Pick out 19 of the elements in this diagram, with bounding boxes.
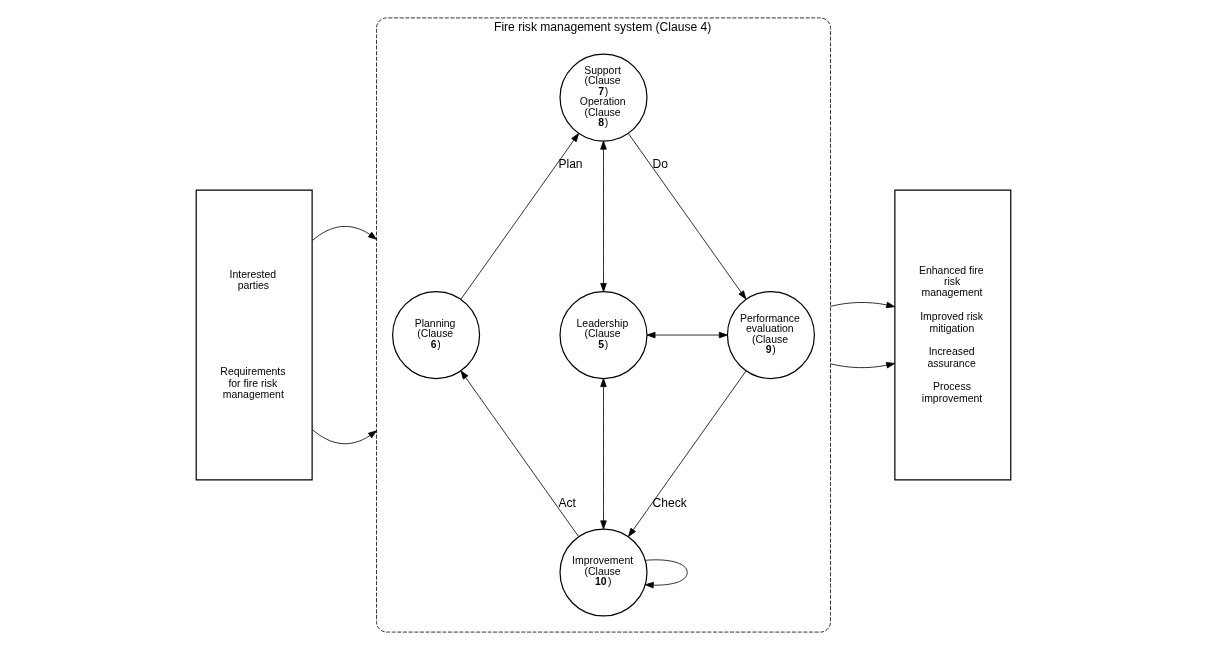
arrow <box>311 429 377 445</box>
arrow <box>599 140 607 292</box>
edge-label: Do <box>652 157 668 172</box>
edge-label: Plan <box>557 157 583 172</box>
edge-label: Check <box>652 496 687 511</box>
arrow <box>311 226 377 241</box>
node-circle: Leadership (Clause 5) <box>558 291 648 380</box>
node-box: Enhanced fire risk management Improved risk mitigation Increased assurance Process improvement <box>893 189 1011 481</box>
node-box: Interested parties Requirements for fire risk management <box>195 189 313 481</box>
arrow <box>460 370 579 537</box>
arrow <box>646 331 728 339</box>
edge-label: Act <box>557 496 576 511</box>
arrow <box>460 133 579 300</box>
arrow <box>627 370 746 537</box>
arrow <box>599 378 607 530</box>
arrow <box>627 133 746 300</box>
arrow <box>644 559 688 589</box>
arrow <box>829 301 895 309</box>
arrow <box>829 362 895 369</box>
